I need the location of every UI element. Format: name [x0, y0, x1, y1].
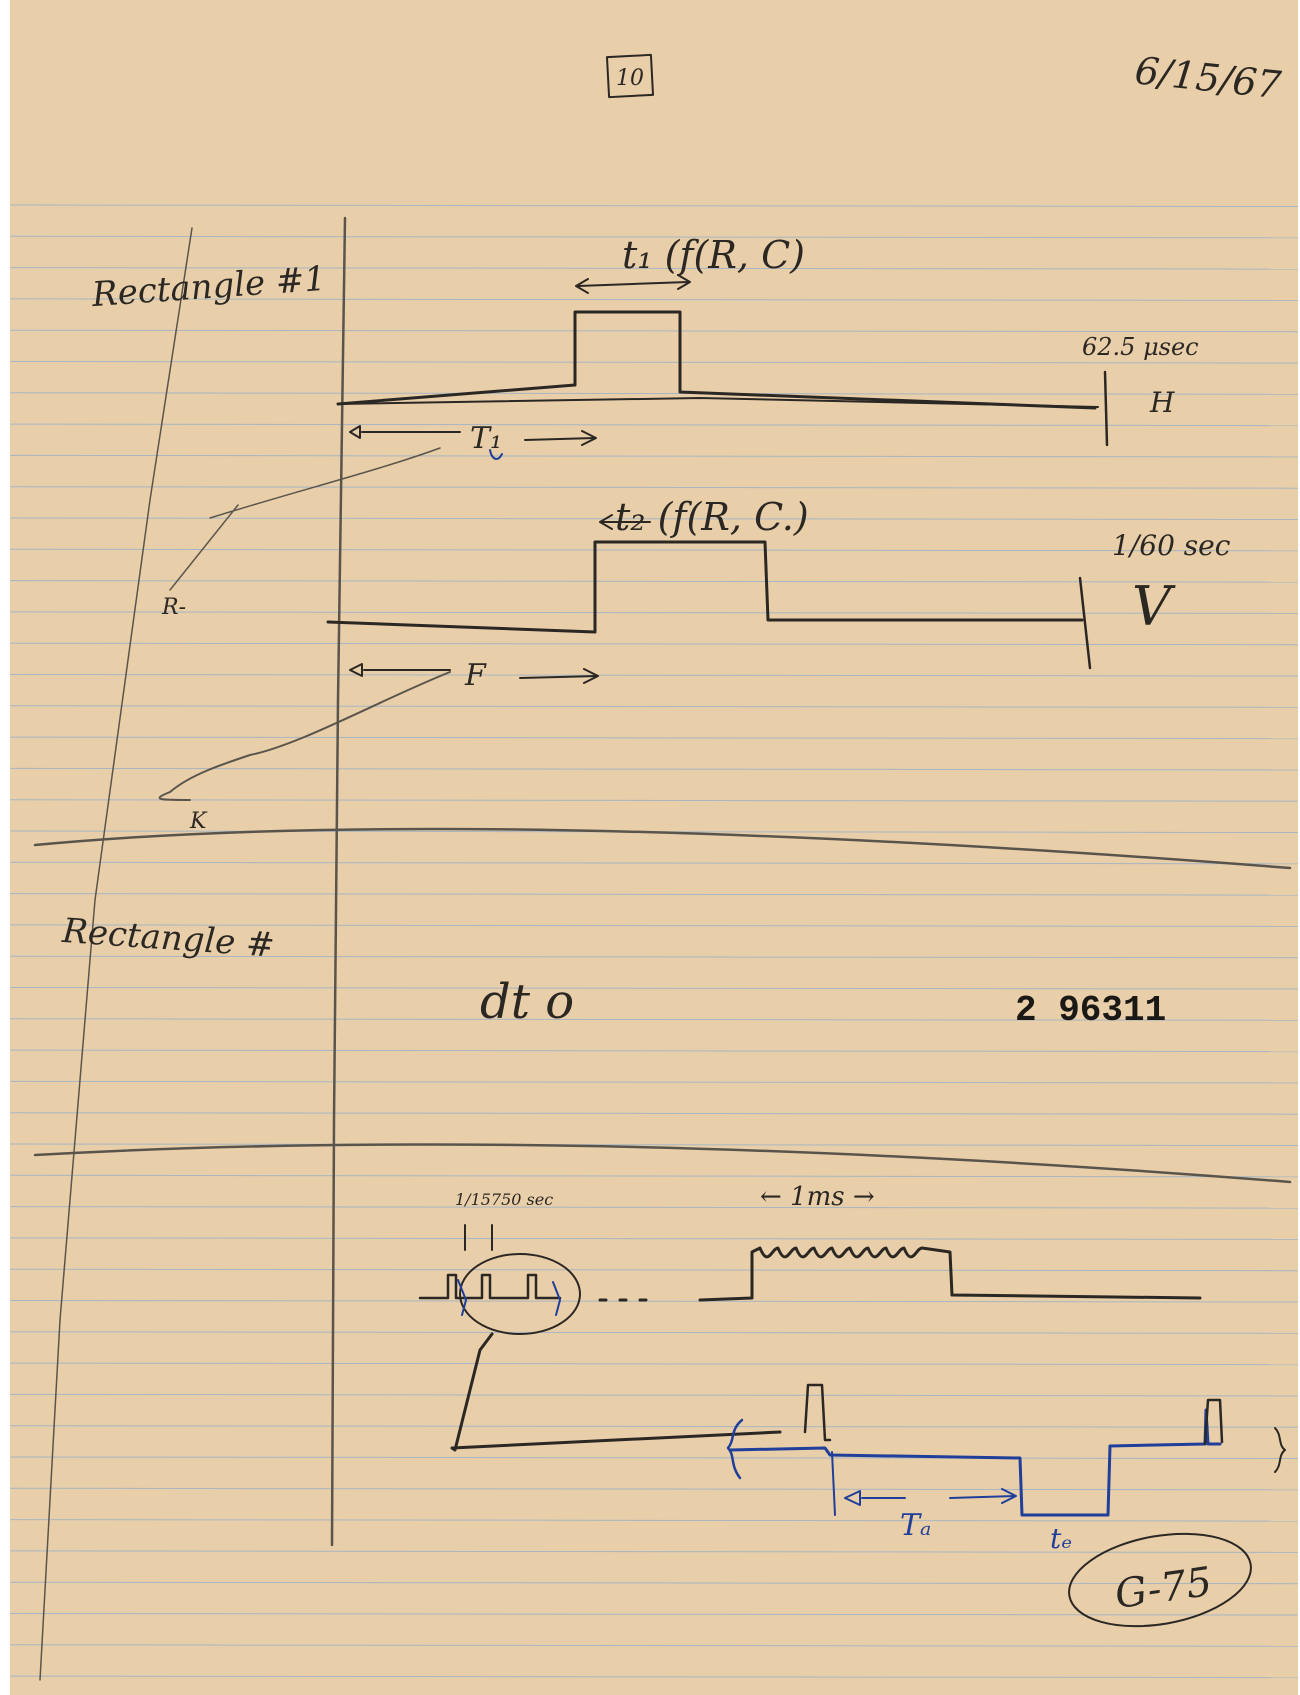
- diagram-3: 1/15750 sec ← 1ms → Tₐ tₑ: [418, 1182, 1286, 1555]
- d3-sync-blue-marks: [457, 1279, 561, 1316]
- ruled-line: [9, 674, 1299, 677]
- ruled-line: [9, 987, 1299, 990]
- diagram-1: t₁ (f(R, C) 62.5 μsec H T₁: [169, 233, 1199, 591]
- ruled-line: [9, 486, 1299, 489]
- ruled-line: [9, 1080, 1299, 1084]
- d1-baseline: [337, 397, 1099, 408]
- d3-period-label: 1/15750 sec: [455, 1190, 553, 1209]
- d2-delay-label: F: [464, 658, 487, 693]
- ruled-line: [9, 705, 1299, 708]
- d2-period-label: 1/60 sec: [1112, 529, 1231, 562]
- ruled-line: [9, 204, 1299, 207]
- ruled-line: [9, 893, 1299, 896]
- ruled-line: [9, 1112, 1299, 1115]
- d3-brace-right: [1274, 1427, 1286, 1473]
- ruled-line: [9, 955, 1299, 959]
- d2-delay-arrow: [349, 663, 599, 684]
- ruled-line: [9, 736, 1299, 740]
- ruled-line: [9, 767, 1299, 771]
- d3-brace-left: [726, 1418, 744, 1480]
- ruled-line: [9, 1268, 1299, 1272]
- ruled-line: [9, 392, 1299, 395]
- d2-r-label: R-: [161, 595, 186, 620]
- d3-expanded-pulse-black: [803, 1383, 832, 1442]
- record-id-circle: [1068, 1532, 1252, 1628]
- d3-sync-pulses: [418, 1273, 562, 1300]
- stamp-number: 2 96311: [1015, 990, 1166, 1031]
- ruled-line: [9, 298, 1299, 301]
- paper-edge-left: [0, 0, 10, 1695]
- d1-period-marker: [1103, 370, 1109, 447]
- ruled-line: [9, 361, 1299, 364]
- d2-pencil-stroke: [158, 671, 451, 801]
- d2-waveform: [326, 540, 1084, 634]
- ruled-line: [9, 1049, 1299, 1053]
- ruled-line: [9, 1425, 1299, 1428]
- ruled-line: [9, 580, 1299, 583]
- ruled-line: [9, 235, 1299, 239]
- d3-delay-label: Tₐ: [900, 1508, 931, 1543]
- ruled-line: [9, 1519, 1299, 1522]
- ruled-line: [9, 1456, 1299, 1459]
- ruled-line: [9, 1300, 1299, 1303]
- ruled-line: [9, 861, 1299, 865]
- ruled-line: [9, 1018, 1299, 1021]
- ruled-line: [9, 1331, 1299, 1334]
- d1-pencil-stroke: [169, 447, 441, 591]
- d1-delay-subscript-mark: [489, 449, 503, 460]
- ruled-line: [9, 423, 1299, 427]
- d1-waveform: [336, 310, 1097, 410]
- ruled-line: [9, 1550, 1299, 1553]
- ruled-line: [9, 1644, 1299, 1647]
- section-divider-1: [33, 827, 1292, 870]
- d1-delay-label: T₁: [470, 421, 502, 456]
- d3-signal: [698, 1246, 1202, 1302]
- ruled-line: [9, 1393, 1299, 1397]
- d3-sync-circle: [459, 1253, 581, 1335]
- ruled-line: [9, 924, 1299, 927]
- dt-note: dt o: [480, 974, 574, 1030]
- ruled-line: [9, 642, 1299, 646]
- d2-period-marker: [1078, 576, 1092, 670]
- ruled-line: [9, 267, 1299, 270]
- ruled-line: [9, 1362, 1299, 1366]
- ruled-line: [9, 517, 1299, 520]
- d3-connector: [450, 1332, 782, 1452]
- ruled-line: [9, 1143, 1299, 1146]
- d2-signal-name: V: [1132, 575, 1176, 638]
- ruled-line: [9, 1581, 1299, 1585]
- diagram-2: t₂ (f(R, C.) 1/60 sec V F R- K: [158, 495, 1231, 834]
- d3-expanded-pulse-black-2: [1203, 1398, 1224, 1446]
- d2-width-arrow: [599, 514, 651, 530]
- d1-width-arrow: [575, 274, 691, 294]
- d1-pulse-label: t₁ (f(R, C): [622, 233, 805, 277]
- ruled-line: [9, 1487, 1299, 1491]
- d1-period-label: 62.5 μsec: [1082, 333, 1199, 361]
- ruled-line: [9, 1174, 1299, 1178]
- page-number-box: 10: [605, 53, 655, 99]
- d2-pulse-label: t₂ (f(R, C.): [615, 495, 809, 539]
- ruled-line: [9, 1206, 1299, 1209]
- page-number: 10: [616, 66, 644, 91]
- d3-width-label: tₑ: [1050, 1522, 1072, 1555]
- ruled-line: [9, 548, 1299, 552]
- section-divider-2: [33, 1143, 1292, 1184]
- ruled-line: [9, 454, 1299, 458]
- ruled-line: [9, 1237, 1299, 1240]
- d1-signal-name: H: [1149, 386, 1175, 419]
- d3-burst-label: ← 1ms →: [760, 1182, 875, 1212]
- d3-period-ticks: [464, 1224, 493, 1251]
- d1-delay-arrow: [349, 425, 597, 446]
- ruled-lines: [9, 204, 1299, 1679]
- margin-line: [330, 216, 347, 1547]
- ruled-line: [9, 329, 1299, 333]
- d3-delay-arrow: [831, 1451, 1017, 1516]
- ruled-line: [9, 799, 1299, 802]
- diagonal-pencil-line: [39, 227, 193, 1681]
- ruled-line: [9, 1675, 1299, 1679]
- d2-k-label: K: [189, 809, 208, 834]
